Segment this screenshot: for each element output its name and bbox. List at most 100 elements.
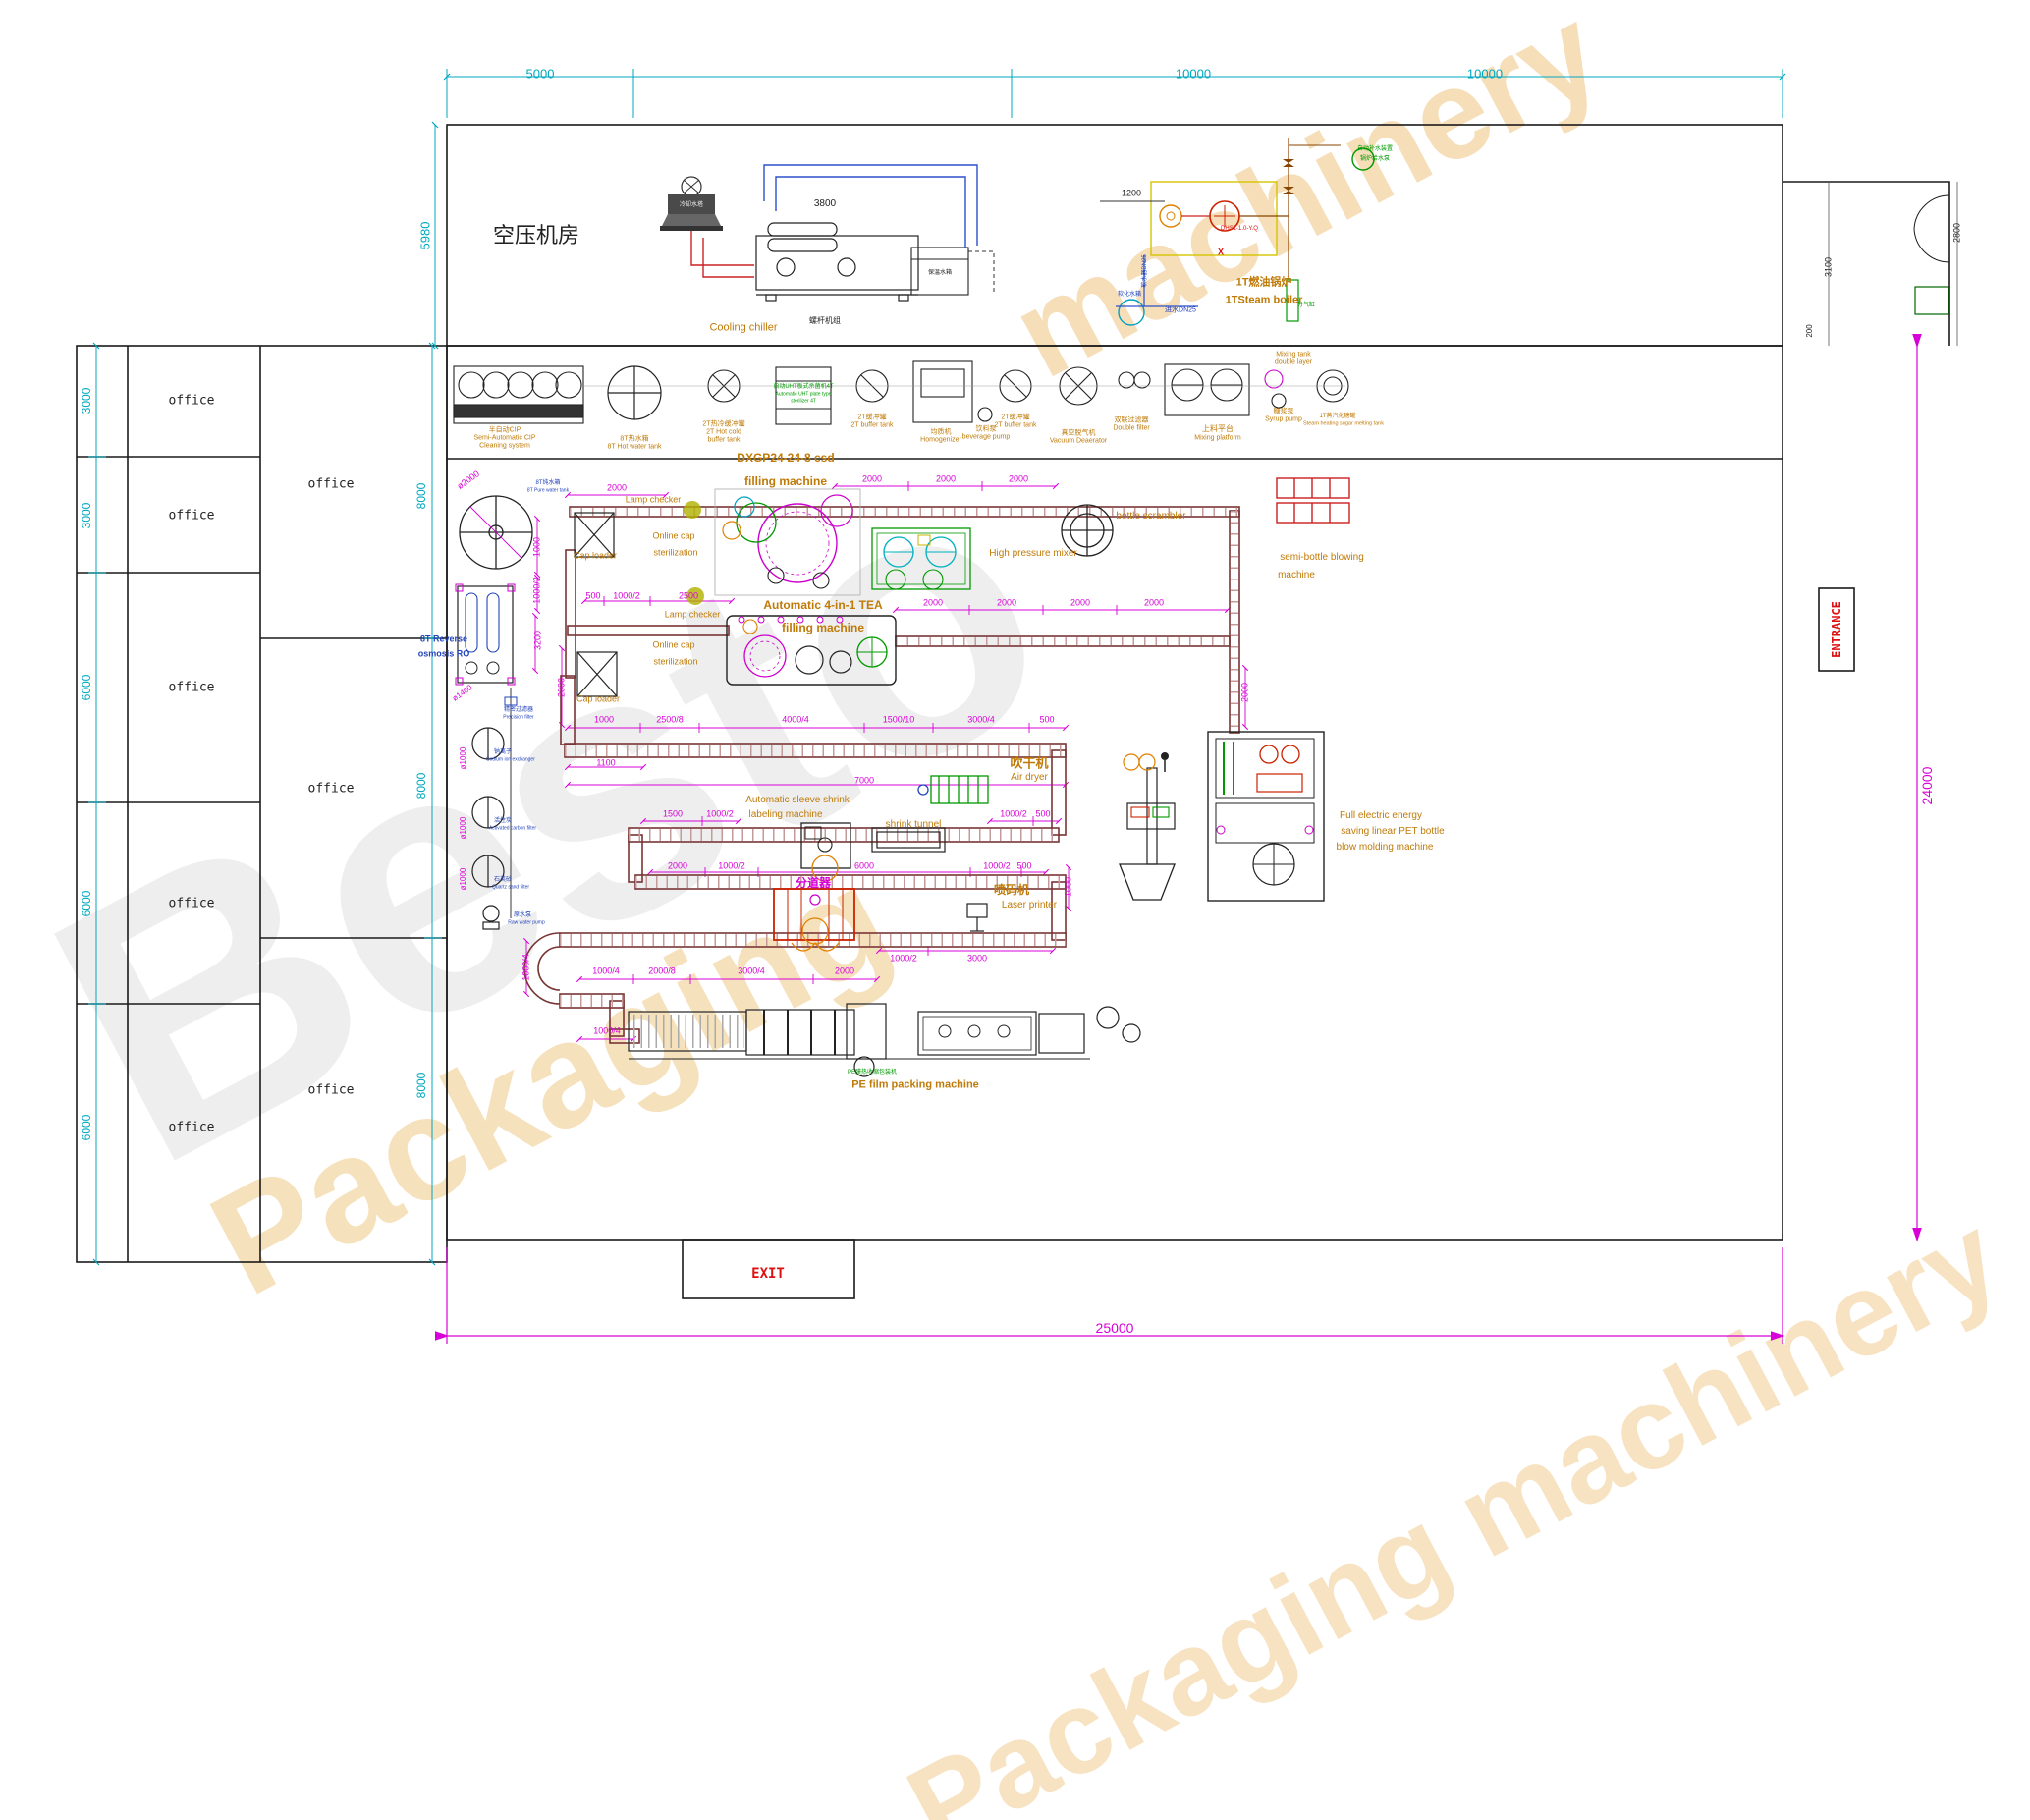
dim-2000-c: 2000 [935, 473, 957, 484]
pet-blow-molding-machine [1207, 731, 1325, 902]
dim-2000-f: 2000 [996, 597, 1017, 608]
shrink-tunnel-label: shrink tunnel [885, 819, 942, 830]
chiller-piping [690, 164, 995, 295]
dia-1400: ø1400 [450, 683, 474, 703]
dim-4000-4: 4000/4 [782, 714, 809, 725]
dim-2000-e: 2000 [922, 597, 944, 608]
syrup-pump-cn: 糖浆泵 [1273, 408, 1294, 415]
dia-1000-c: ø1000 [459, 867, 467, 891]
precision-filter-cn: 精密过滤器 [503, 707, 534, 713]
buffer-tank2-en: 2T buffer tank [994, 421, 1037, 429]
dim-7000: 7000 [853, 775, 875, 786]
labeler-label2: labeling machine [748, 809, 823, 820]
dim-1000-rowA: 1000 [593, 714, 615, 725]
dia-1000-b: ø1000 [459, 816, 467, 840]
dim-1000-2-rowD: 1000/2 [890, 953, 917, 964]
laser-printer-cn: 喷码机 [993, 883, 1030, 897]
online-cap2-b: sterilization [653, 656, 698, 667]
dim-office-3000-a: 3000 [80, 387, 93, 414]
syrup-pump-en: Syrup pump [1265, 415, 1302, 423]
homogenizer-cn: 均质机 [930, 428, 952, 436]
air-dryer-cn: 吹干机 [1010, 755, 1049, 771]
dia-1000-a: ø1000 [459, 746, 467, 770]
dim-2500: 2500 [678, 590, 699, 601]
bottle-scrambler [1061, 504, 1114, 557]
dim-right-24000: 24000 [1919, 766, 1935, 805]
precision-filter-en: Precision filter [503, 714, 534, 721]
dim-bottom-25000: 25000 [1095, 1320, 1134, 1336]
hot-water-tank [607, 365, 662, 420]
dim-2000-rowD: 2000 [834, 965, 855, 976]
dim-1000-2-rowB: 1000/2 [706, 808, 734, 819]
lamp-checker-2-device [686, 587, 704, 605]
cap-loader2-label: Cap loader [576, 693, 621, 704]
dim-500-rowA: 500 [1039, 714, 1055, 725]
cap-loader-1 [574, 512, 615, 558]
dim-office-8000-b: 8000 [414, 772, 428, 800]
pe-packer-cn: PE膜热收缩包装机 [847, 1070, 898, 1075]
carbon-cn: 活性炭 [493, 818, 513, 824]
raw-pump-en: Raw water pump [508, 919, 545, 926]
dim-1000-4-b: 1000/4 [593, 1025, 621, 1036]
uht-label-cn: 自动UHT板式杀菌机4T [773, 384, 834, 390]
water-treatment-filters [471, 688, 518, 930]
deaerator-en: Vacuum Deaerator [1049, 437, 1108, 445]
insulated-tank-label: 保温水箱 [927, 270, 953, 276]
pe-film-packing-machine [628, 1003, 1141, 1077]
dim-1000-v2: 1000 [1063, 876, 1073, 898]
lamp-checker-1-device [684, 501, 701, 519]
bev-pump1-cn: 饮料泵 [975, 425, 997, 433]
softener-pipe-label: 软水器DN25 [1142, 254, 1148, 288]
exit-label: EXIT [751, 1266, 785, 1282]
dim-1000-2-v1: 1000/2 [531, 577, 542, 604]
dim-1000-2-a: 1000/2 [613, 590, 640, 601]
pe-packer-label: PE film packing machine [851, 1078, 979, 1091]
cip-label-en1: Semi-Automatic CIP [473, 434, 536, 442]
mixing-tank-en2: double layer [1274, 358, 1313, 366]
office-label-2: office [168, 508, 215, 524]
dim-3000-rowD: 3000 [966, 953, 988, 964]
blow-molder-label1: Full electric energy [1340, 810, 1422, 821]
boiler-label-cn: 1T燃油锅炉 [1235, 276, 1292, 289]
hp-mixer-label: High pressure mixer [989, 548, 1077, 559]
laser-printer-en: Laser printer [1001, 900, 1058, 910]
office-label-1: office [168, 393, 215, 409]
entrance-label: ENTRANCE [1830, 601, 1843, 658]
dim-500-rowB: 500 [1035, 808, 1051, 819]
ro-label1: 8T Reverse [419, 634, 468, 644]
double-filter-cn: 双联过滤器 [1114, 416, 1149, 424]
air-dryer-en: Air dryer [1011, 772, 1048, 783]
dim-top-5000: 5000 [525, 66, 555, 82]
office-label-7: office [307, 781, 355, 797]
buffer-tank1-en: 2T buffer tank [850, 421, 894, 429]
dim-2000-v2: 2000 [1239, 682, 1250, 703]
uht-label-en1: Automatic UHT plate type [775, 391, 832, 398]
boiler-label-en: 1TSteam boiler [1225, 294, 1303, 306]
dim-office-8000-c: 8000 [414, 1072, 428, 1099]
tea-filling-machine [726, 615, 897, 686]
office-label-6: office [307, 476, 355, 492]
dim-1200: 1200 [1121, 188, 1142, 198]
sodium-en: Sodium ion exchanger [486, 756, 535, 763]
sodium-cn: 钠离子 [493, 749, 513, 755]
dim-2000-h: 2000 [1143, 597, 1165, 608]
mixing-platform-cn: 上料平台 [1202, 424, 1234, 433]
dim-2000-d: 2000 [1008, 473, 1029, 484]
csd-filler-label2: filling machine [743, 474, 828, 488]
labeler-label1: Automatic sleeve shrink [745, 795, 850, 805]
lamp-checker2-label: Lamp checker [664, 609, 721, 620]
cooling-tower [660, 176, 723, 231]
csd-filling-machine [714, 488, 861, 596]
cooling-tower-label: 冷却水塔 [679, 202, 704, 208]
soft-water-tank-label: 软化水箱 [1117, 292, 1142, 298]
hotcold-tank-en2: buffer tank [707, 436, 741, 444]
dim-office-6000-a: 6000 [80, 674, 93, 701]
dim-200: 200 [1805, 324, 1814, 338]
dim-1000-2-rowC2: 1000/2 [983, 860, 1011, 871]
hot-water-tank-en: 8T Hot water tank [607, 443, 662, 451]
office-label-5: office [168, 1120, 215, 1135]
online-cap1-a: Online cap [652, 530, 695, 541]
cooling-chiller-label: Cooling chiller [709, 321, 778, 334]
dim-left-5980: 5980 [417, 221, 433, 250]
lamp-checker1-label: Lamp checker [625, 494, 682, 505]
